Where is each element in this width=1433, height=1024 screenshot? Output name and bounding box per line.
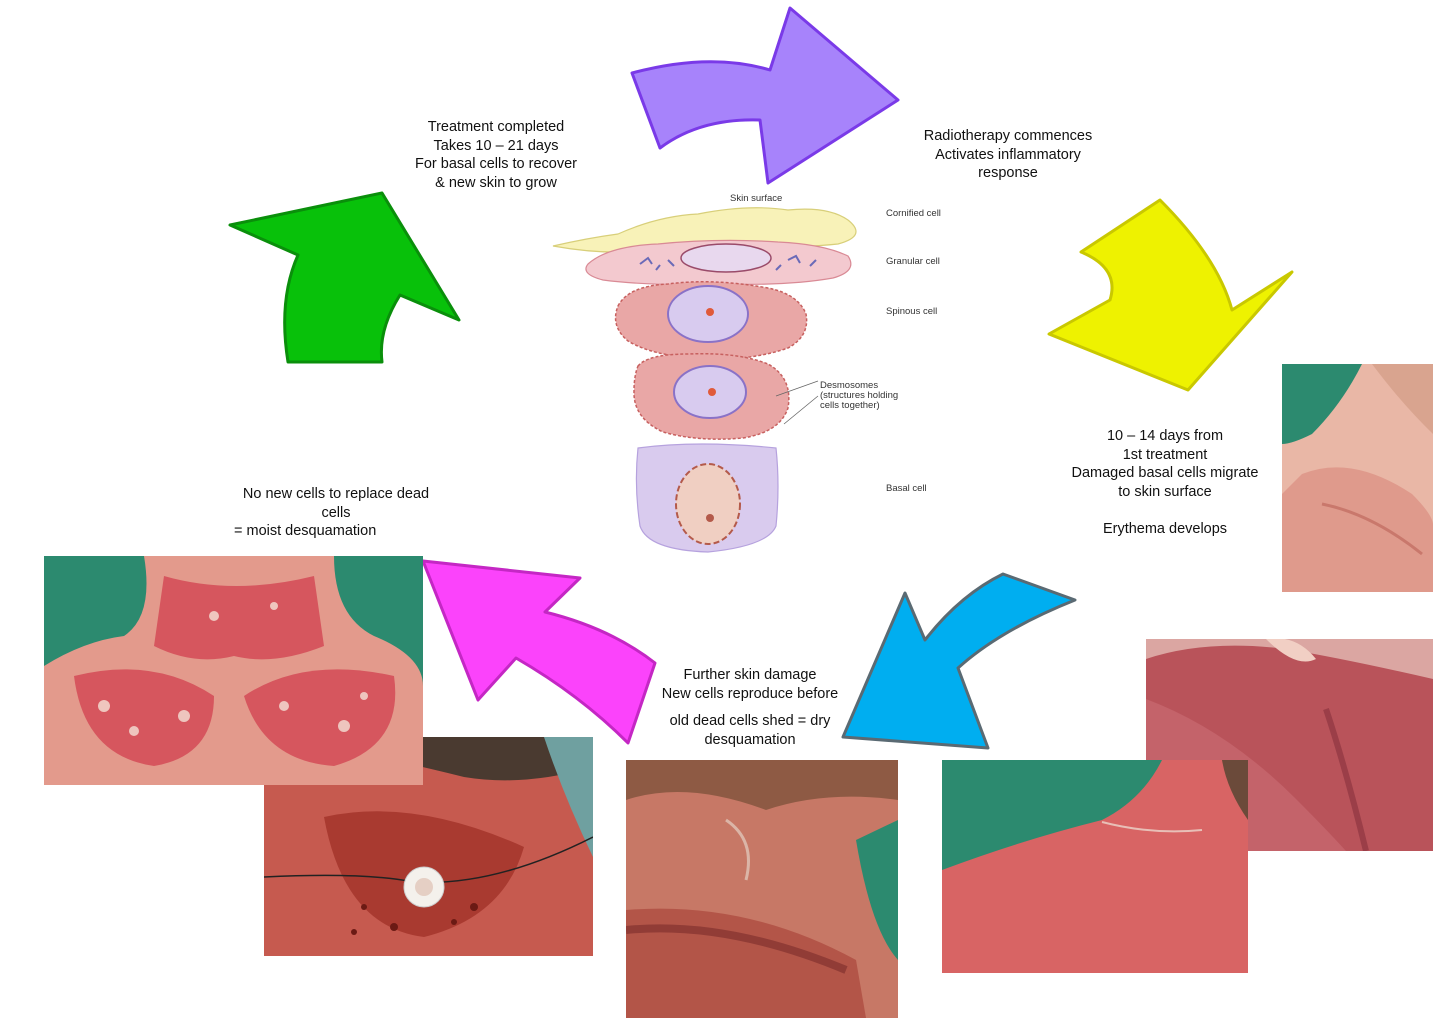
nucleolus [706,308,714,316]
label-spinous-cell: Spinous cell [886,306,937,317]
text-line: No new cells to replace dead [220,485,452,504]
photo-moist-desquamation-chest [44,556,423,785]
text-line: response [908,164,1108,183]
granular-nucleus [681,244,771,272]
photo-dry-desquamation-neck [626,760,898,1018]
text-line: desquamation [640,731,860,750]
stage-moist-desquamation-text: No new cells to replace dead cells = moi… [220,485,452,541]
stage-radiotherapy-text: Radiotherapy commences Activates inflamm… [908,127,1108,183]
text-line: Erythema develops [1050,520,1280,539]
photo-erythema-shoulder [942,760,1248,973]
stage-recovery-text: Treatment completed Takes 10 – 21 days F… [396,118,596,192]
basal-nucleus [676,464,740,544]
text-line: Further skin damage [640,666,860,685]
text-line: old dead cells shed = dry [640,712,860,731]
text-line: = moist desquamation [220,522,452,541]
text-line: For basal cells to recover [396,155,596,174]
label-skin-surface: Skin surface [730,193,782,204]
text-line: 10 – 14 days from [1050,427,1280,446]
text-line: Damaged basal cells migrate [1050,464,1280,483]
text-line: cells [220,504,452,523]
stage-dry-desquamation-text: Further skin damage New cells reproduce … [640,666,860,749]
nucleolus [706,514,714,522]
skin-layers-diagram: Skin surface Cornified cell Granular cel… [548,186,968,556]
text-line: Treatment completed [396,118,596,137]
arrow-yellow [1049,200,1292,390]
text-line: Radiotherapy commences [908,127,1108,146]
arrow-blue [843,574,1075,748]
stage-erythema-text: 10 – 14 days from 1st treatment Damaged … [1050,427,1280,538]
label-desmosomes-sub2: cells together) [820,400,880,411]
arrow-purple [632,8,898,183]
text-line: 1st treatment [1050,446,1280,465]
text-line: New cells reproduce before [640,685,860,704]
arrow-magenta [423,561,655,743]
photo-erythema-neck [1282,364,1433,592]
text-line: to skin surface [1050,483,1280,502]
text-line: Takes 10 – 21 days [396,137,596,156]
arrow-green [230,193,459,362]
nucleolus [708,388,716,396]
text-line: Activates inflammatory [908,146,1108,165]
label-basal-cell: Basal cell [886,483,927,494]
label-granular-cell: Granular cell [886,256,940,267]
text-line [1050,501,1280,520]
label-cornified-cell: Cornified cell [886,208,941,219]
